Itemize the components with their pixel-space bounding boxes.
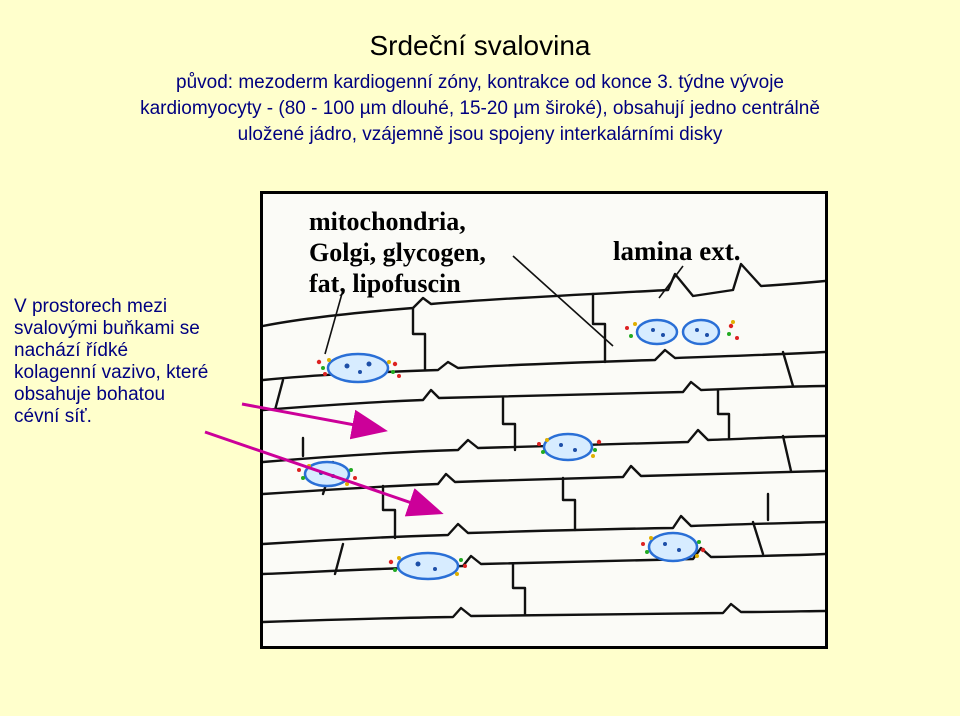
note-line: nachází řídké (14, 340, 129, 361)
note-line: kolagenní vazivo, které (14, 362, 209, 383)
intercalated-disc (511, 562, 527, 617)
label-line: mitochondria, (309, 207, 466, 236)
intercalated-disc (561, 476, 577, 532)
muscle-fibers-sketch (263, 255, 825, 624)
intercalated-disc (591, 292, 607, 364)
note-line: obsahuje bohatou (14, 384, 166, 405)
organelle-pointer-line (512, 255, 614, 347)
fiber-outline (263, 262, 825, 328)
fiber-outline (263, 464, 825, 496)
label-line: Golgi, glycogen, (309, 238, 486, 267)
subtitle-line: uložené jádro, vzájemně jsou spojeny int… (237, 124, 723, 145)
nucleus-group (297, 318, 739, 581)
subtitle-line: kardiomyocyty - (80 - 100 µm dlouhé, 15-… (140, 98, 820, 119)
note-line: V prostorech mezi (14, 296, 168, 317)
nucleus (635, 318, 679, 346)
fiber-outline (263, 546, 825, 576)
organelles-label: mitochondria, Golgi, glycogen, fat, lipo… (309, 206, 486, 299)
arrow-to-interstitium (241, 402, 388, 440)
intercalated-disc (501, 396, 517, 452)
fiber-outline (263, 602, 825, 624)
note-line: cévní síť. (14, 406, 92, 427)
fiber-outline (263, 380, 825, 412)
lamina-ext-label: lamina ext. (613, 236, 741, 266)
slide-title: Srdeční svalovina (369, 30, 591, 61)
lamina-pointer-line (658, 265, 684, 299)
label-line: fat, lipofuscin (309, 269, 461, 298)
fiber-outline (263, 514, 825, 546)
subtitle-line: původ: mezoderm kardiogenní zóny, kontra… (176, 72, 784, 93)
nucleus (326, 352, 390, 384)
organelle-pointer-line (324, 289, 344, 355)
cardiomyocyte-drawing: mitochondria, Golgi, glycogen, fat, lipo… (260, 191, 828, 649)
fiber-branch (781, 350, 795, 388)
intercalated-disc (381, 484, 397, 540)
organelle-dots (297, 320, 739, 576)
fiber-branch (781, 434, 793, 473)
arrow-to-interstitium (204, 430, 444, 517)
nucleus (681, 318, 721, 346)
note-line: svalovými buňkami se (14, 318, 200, 339)
fiber-branch (333, 542, 345, 576)
intercalated-disc (411, 306, 427, 372)
connective-tissue-note: V prostorech mezi svalovými buňkami se n… (14, 296, 264, 428)
nucleus (647, 531, 699, 563)
fiber-branch (751, 520, 765, 556)
nucleus (396, 551, 460, 581)
intercalated-disc (716, 388, 731, 440)
nucleus (542, 432, 594, 462)
slide-subtitle: původ: mezoderm kardiogenní zóny, kontra… (70, 70, 890, 148)
fiber-branch (273, 378, 285, 412)
